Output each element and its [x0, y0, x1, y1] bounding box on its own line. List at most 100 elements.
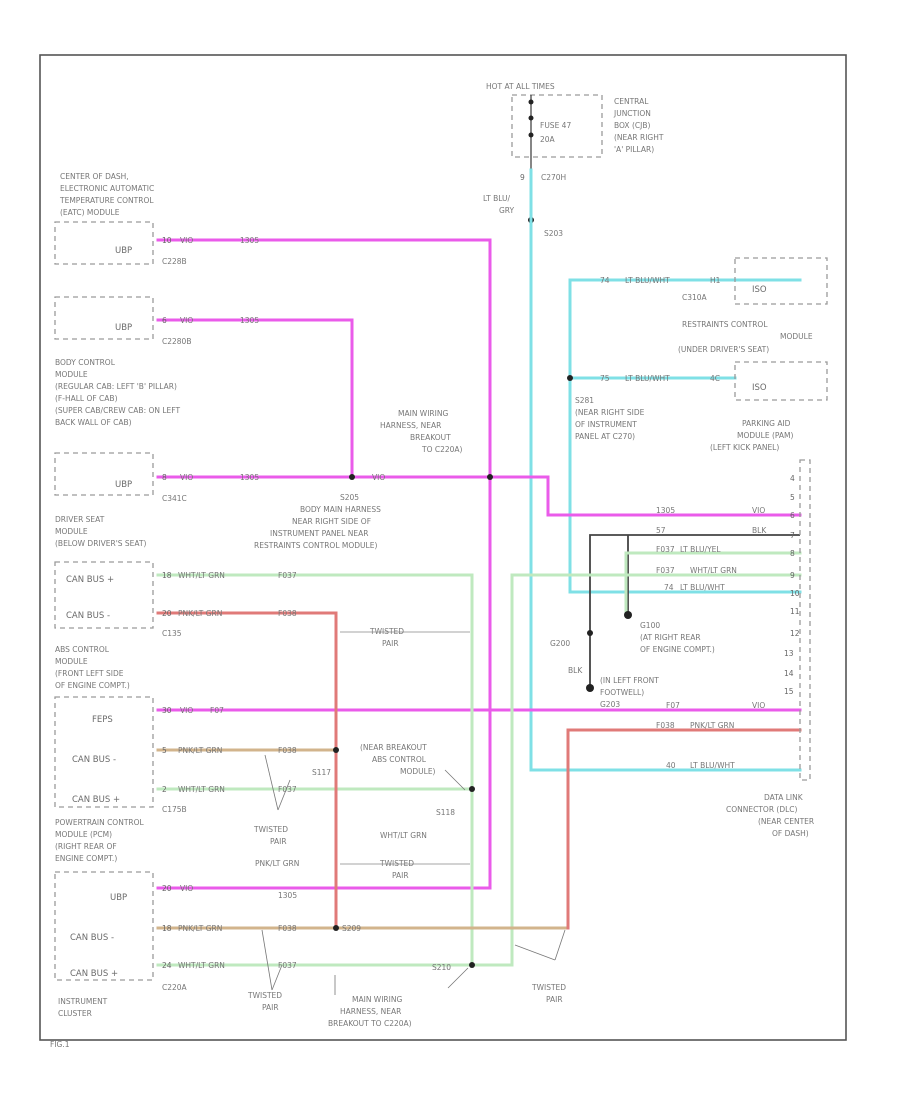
g100-note-1: (AT RIGHT REAR — [640, 633, 701, 642]
dsm-pin: 8 — [162, 473, 167, 482]
rcm-name-1: RESTRAINTS CONTROL — [682, 320, 768, 329]
dlc-row1-wire: VIO — [752, 506, 765, 515]
pcm-row-3: CAN BUS + — [72, 795, 120, 805]
pcm-name-2: MODULE (PCM) — [55, 830, 112, 839]
wire-blk-g200 — [589, 534, 800, 688]
dlc-row2-wire: BLK — [752, 526, 767, 535]
dlc-pin-8: 11 — [790, 607, 800, 616]
dlc-pin-12: 15 — [784, 687, 794, 696]
s281-note-1: (NEAR RIGHT SIDE — [575, 408, 645, 417]
pcm-wire-1: VIO — [180, 706, 193, 715]
ipc-circuit-2: F038 — [278, 924, 297, 933]
ipc-wire-3: WHT/LT GRN — [178, 961, 225, 970]
blk-label: BLK — [568, 666, 583, 675]
s206-note-1: MAIN WIRING — [398, 409, 448, 418]
g200-note-1: (IN LEFT FRONT — [600, 676, 659, 685]
s205-note-4: RESTRAINTS CONTROL MODULE) — [254, 541, 377, 550]
s118-label: S118 — [436, 808, 455, 817]
parking-name-1: PARKING AID — [742, 419, 791, 428]
bcm-name-5: (SUPER CAB/CREW CAB: ON LEFT — [55, 406, 180, 415]
dlc-row7-wire: PNK/LT GRN — [690, 721, 734, 730]
dlc-pin-1: 4 — [790, 474, 795, 483]
twisted-pair-2a: TWISTED — [253, 825, 288, 834]
pcm-name-3: (RIGHT REAR OF — [55, 842, 117, 851]
cjb-label-1: CENTRAL — [614, 97, 649, 106]
eatc-circuit: 1305 — [240, 236, 259, 245]
ipc-row-3: CAN BUS + — [70, 969, 118, 979]
ipc-row-2: CAN BUS - — [70, 933, 114, 943]
ipc-wire-2: PNK/LT GRN — [178, 924, 222, 933]
s205-label: S205 — [340, 493, 359, 502]
pcm-name-1: POWERTRAIN CONTROL — [55, 818, 145, 827]
parking-name-2: MODULE (PAM) — [737, 431, 794, 440]
pcm-circuit-1: F07 — [210, 706, 224, 715]
mid-pnk-grn: PNK/LT GRN — [255, 859, 299, 868]
wires — [156, 168, 802, 967]
bcm-circuit: 1305 — [240, 316, 259, 325]
ipc-wire-1: VIO — [180, 884, 193, 893]
rcm-box-1: ISO — [752, 285, 767, 295]
pcm-circuit-3: F037 — [278, 785, 297, 794]
rcm-row2-pin2: 4C — [710, 374, 720, 383]
wire-wht-grn-dlc — [470, 573, 802, 967]
dsm-box: UBP — [115, 480, 132, 490]
fuse-block: HOT AT ALL TIMES FUSE 47 20A CENTRAL JUN… — [483, 82, 664, 238]
twisted-pair-5a: TWISTED — [531, 983, 566, 992]
wire-vio-bcm — [156, 318, 354, 479]
splice-dots — [333, 375, 632, 968]
mid-wht-grn: WHT/LT GRN — [380, 831, 427, 840]
wire-lt-blu-trunk — [529, 168, 802, 772]
s205-note-2: NEAR RIGHT SIDE OF — [292, 517, 371, 526]
wire-vio-dsm — [156, 475, 802, 517]
dlc-name-1: DATA LINK — [764, 793, 804, 802]
rcm-module: 74 LT BLU/WHT H1 C310A ISO RESTRAINTS CO… — [600, 257, 828, 401]
wire-lt-blu-rcm — [568, 278, 802, 594]
abs-connector: C135 — [162, 629, 182, 638]
twisted-pair-3b: PAIR — [392, 871, 409, 880]
twisted-pair-1b: PAIR — [382, 639, 399, 648]
eatc-box: UBP — [115, 246, 132, 256]
dlc-row2-circuit: 57 — [656, 526, 666, 535]
dsm-name-3: (BELOW DRIVER'S SEAT) — [55, 539, 147, 548]
s205-note-3: INSTRUMENT PANEL NEAR — [270, 529, 368, 538]
dsm-circuit: 1305 — [240, 473, 259, 482]
eatc-name-4: (EATC) MODULE — [60, 208, 120, 217]
dlc-pin-5: 8 — [790, 549, 795, 558]
bcm-wire: VIO — [180, 316, 193, 325]
s210-label: S210 — [432, 963, 451, 972]
rcm-box-2: ISO — [752, 383, 767, 393]
abs-break-2: ABS CONTROL — [372, 755, 427, 764]
eatc-name-1: CENTER OF DASH, — [60, 172, 129, 181]
dlc-row8-wire: LT BLU/WHT — [690, 761, 735, 770]
abs-break-3: MODULE) — [400, 767, 436, 776]
g200-note-2: FOOTWELL) — [600, 688, 644, 697]
dlc-pin-10: 13 — [784, 649, 794, 658]
bcm-connector: C2280B — [162, 337, 191, 346]
abs-pin-1: 18 — [162, 571, 172, 580]
ipc-pin-1: 20 — [162, 884, 172, 893]
pcm-wire-3: WHT/LT GRN — [178, 785, 225, 794]
pcm-connector: C175B — [162, 805, 187, 814]
abs-module: CAN BUS + CAN BUS - 18 WHT/LT GRN F037 2… — [54, 561, 297, 690]
rcm-row2-wire: LT BLU/WHT — [625, 374, 670, 383]
dsm-name-1: DRIVER SEAT — [55, 515, 105, 524]
eatc-module: CENTER OF DASH, ELECTRONIC AUTOMATIC TEM… — [54, 172, 259, 266]
cjb-label-5: 'A' PILLAR) — [614, 145, 654, 154]
fuse-number: FUSE 47 — [540, 121, 571, 130]
rcm-row1-pin: 74 — [600, 276, 610, 285]
eatc-name-2: ELECTRONIC AUTOMATIC — [60, 184, 154, 193]
ipc-row-1: UBP — [110, 893, 127, 903]
twisted-pair-4a: TWISTED — [247, 991, 282, 1000]
fuse-amps: 20A — [540, 135, 556, 144]
rcm-row1-wire: LT BLU/WHT — [625, 276, 670, 285]
rcm-name-2: MODULE — [780, 332, 813, 341]
eatc-pin: 10 — [162, 236, 172, 245]
dlc-pin-11: 14 — [784, 669, 794, 678]
pcm-pin-2: 5 — [162, 746, 167, 755]
parking-aid-module: PARKING AID MODULE (PAM) (LEFT KICK PANE… — [710, 419, 794, 452]
cjb-label-2: JUNCTION — [613, 109, 651, 118]
wire-pnk-grn-dlc — [566, 728, 802, 930]
dlc-row4-circuit: F037 — [656, 566, 675, 575]
g200-label: G200 — [550, 639, 570, 648]
